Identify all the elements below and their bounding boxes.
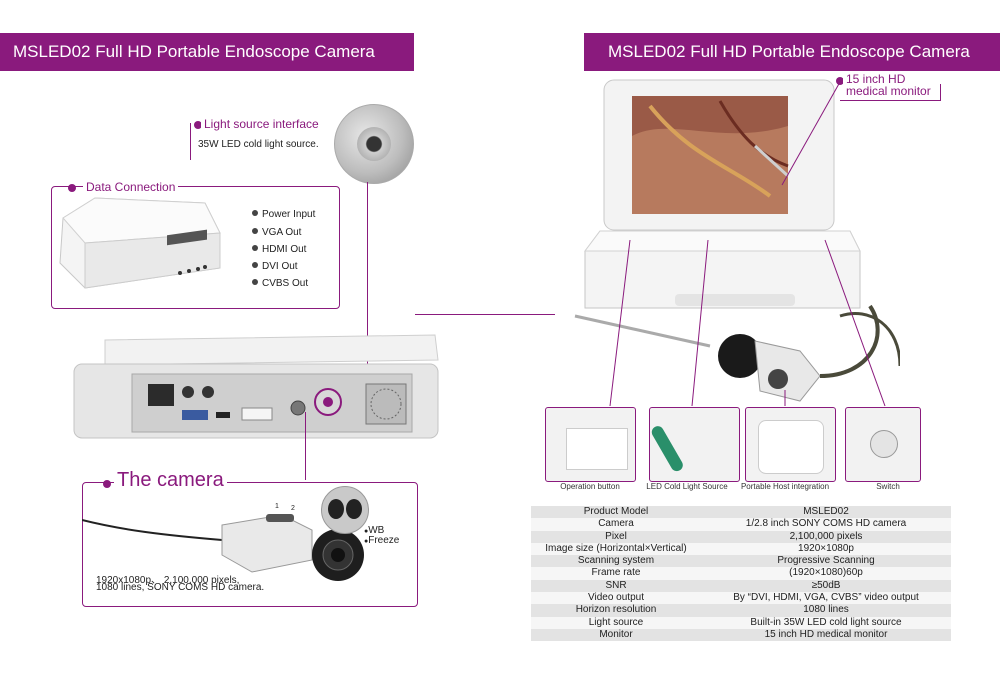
camera-desc-line1: 1920x1080p、 2,100,000 pixels,: [96, 575, 240, 586]
conn-item-dvi-out: DVI Out: [252, 261, 298, 272]
caption-switch: Switch: [876, 482, 900, 491]
camera-dot: [103, 480, 111, 488]
spec-key: Camera: [598, 518, 634, 530]
spec-key: Pixel: [605, 530, 627, 542]
light-source-line: [190, 123, 191, 160]
spec-key: Monitor: [599, 628, 633, 640]
right-banner-title: MSLED02 Full HD Portable Endoscope Camer…: [584, 33, 1000, 71]
camera-btn-num-1: 1: [275, 503, 279, 510]
spec-value: (1920×1080)60p: [789, 567, 863, 579]
spec-row: Image size (Horizontal×Vertical) 1920×108…: [531, 542, 951, 556]
conn-item-hdmi-out: HDMI Out: [252, 244, 306, 255]
spec-row: Horizon resolution 1080 lines: [531, 604, 951, 617]
spec-value: Progressive Scanning: [777, 555, 875, 567]
light-source-dot: [194, 121, 202, 129]
thumb-portable-host: [745, 407, 836, 482]
rear-panel-image: [73, 334, 439, 439]
data-connection-title: Data Connection: [83, 180, 179, 194]
spec-key: Video output: [588, 592, 644, 604]
spec-row: Video output By “DVI, HDMI, VGA, CVBS” vi…: [531, 592, 951, 605]
spec-value: 1920×1080p: [798, 542, 854, 554]
left-banner-title: MSLED02 Full HD Portable Endoscope Camer…: [0, 33, 414, 71]
spec-key: Image size (Horizontal×Vertical): [545, 542, 687, 554]
monitor-callout-vline: [940, 84, 941, 101]
spec-value: 1080 lines: [803, 604, 849, 616]
spec-value: 1/2.8 inch SONY COMS HD camera: [745, 518, 907, 530]
spec-row: Product Model MSLED02: [531, 506, 951, 519]
rear-panel-leader: [305, 412, 306, 480]
freeze-text: Freeze: [368, 535, 400, 546]
center-divider: [415, 314, 555, 315]
spec-value: ≥50dB: [811, 579, 841, 591]
conn-item-power-input: Power Input: [252, 209, 315, 220]
conn-label: DVI Out: [262, 261, 298, 272]
monitor-callout-border: [840, 100, 940, 101]
camera-title: The camera: [114, 469, 227, 492]
spec-value: 2,100,000 pixels: [789, 530, 863, 542]
camera-desc-line2: 1080 lines, SONY COMS HD camera.: [96, 582, 265, 593]
spec-row: Pixel 2,100,000 pixels: [531, 530, 951, 543]
spec-key: Scanning system: [577, 555, 655, 567]
camera-btn-num-2: 2: [291, 505, 295, 512]
thumb-led-light-source: [649, 407, 740, 482]
spec-key: Frame rate: [591, 567, 641, 579]
conn-item-cvbs-out: CVBS Out: [252, 278, 308, 289]
conn-label: VGA Out: [262, 227, 302, 238]
spec-row: Scanning system Progressive Scanning: [531, 555, 951, 568]
spec-key: Product Model: [583, 506, 649, 517]
spec-value: By “DVI, HDMI, VGA, CVBS” video output: [733, 592, 919, 604]
spec-row: Monitor 15 inch HD medical monitor: [531, 628, 951, 642]
spec-row: Frame rate (1920×1080)60p: [531, 567, 951, 580]
conn-item-vga-out: VGA Out: [252, 227, 301, 238]
light-port-leader: [367, 182, 368, 382]
monitor-callout-dot: [836, 77, 844, 85]
conn-label: CVBS Out: [262, 278, 309, 289]
monitor-callout-line1: 15 inch HD: [843, 72, 909, 86]
camera-buttons-photo: [321, 486, 369, 534]
spec-row: Camera 1/2.8 inch SONY COMS HD camera: [531, 518, 951, 531]
conn-label: Power Input: [262, 209, 316, 220]
spec-value: 15 inch HD medical monitor: [764, 628, 888, 640]
endoscope-system-image: [574, 79, 900, 402]
wb-text: WB: [368, 525, 385, 536]
monitor-leader: [781, 81, 841, 186]
thumb-operation-button: [545, 407, 636, 482]
caption-led-light-source: LED Cold Light Source: [646, 482, 728, 491]
spec-value: Built-in 35W LED cold light source: [750, 616, 902, 628]
camera-head-image: [82, 514, 364, 581]
wb-label: ●WB: [364, 525, 385, 536]
caption-operation-button: Operation button: [560, 482, 620, 491]
caption-portable-host: Portable Host integration: [740, 482, 830, 491]
conn-label: HDMI Out: [262, 244, 307, 255]
spec-key: SNR: [605, 579, 627, 591]
spec-value: MSLED02: [803, 506, 849, 517]
thumbnail-leaders: [609, 239, 886, 407]
host-device-image: [59, 197, 221, 289]
spec-key: Horizon resolution: [575, 604, 657, 616]
data-connection-dot: [68, 184, 76, 192]
spec-row: Light source Built-in 35W LED cold light …: [531, 616, 951, 629]
thumb-switch: [845, 407, 921, 482]
light-port-photo: [334, 104, 414, 184]
monitor-callout-line2: medical monitor: [843, 84, 934, 98]
spec-key: Light source: [588, 616, 644, 628]
light-source-title: Light source interface: [201, 117, 322, 131]
freeze-label: ●Freeze: [364, 535, 400, 546]
light-source-desc: 35W LED cold light source.: [198, 139, 319, 150]
spec-row: SNR ≥50dB: [531, 579, 951, 593]
